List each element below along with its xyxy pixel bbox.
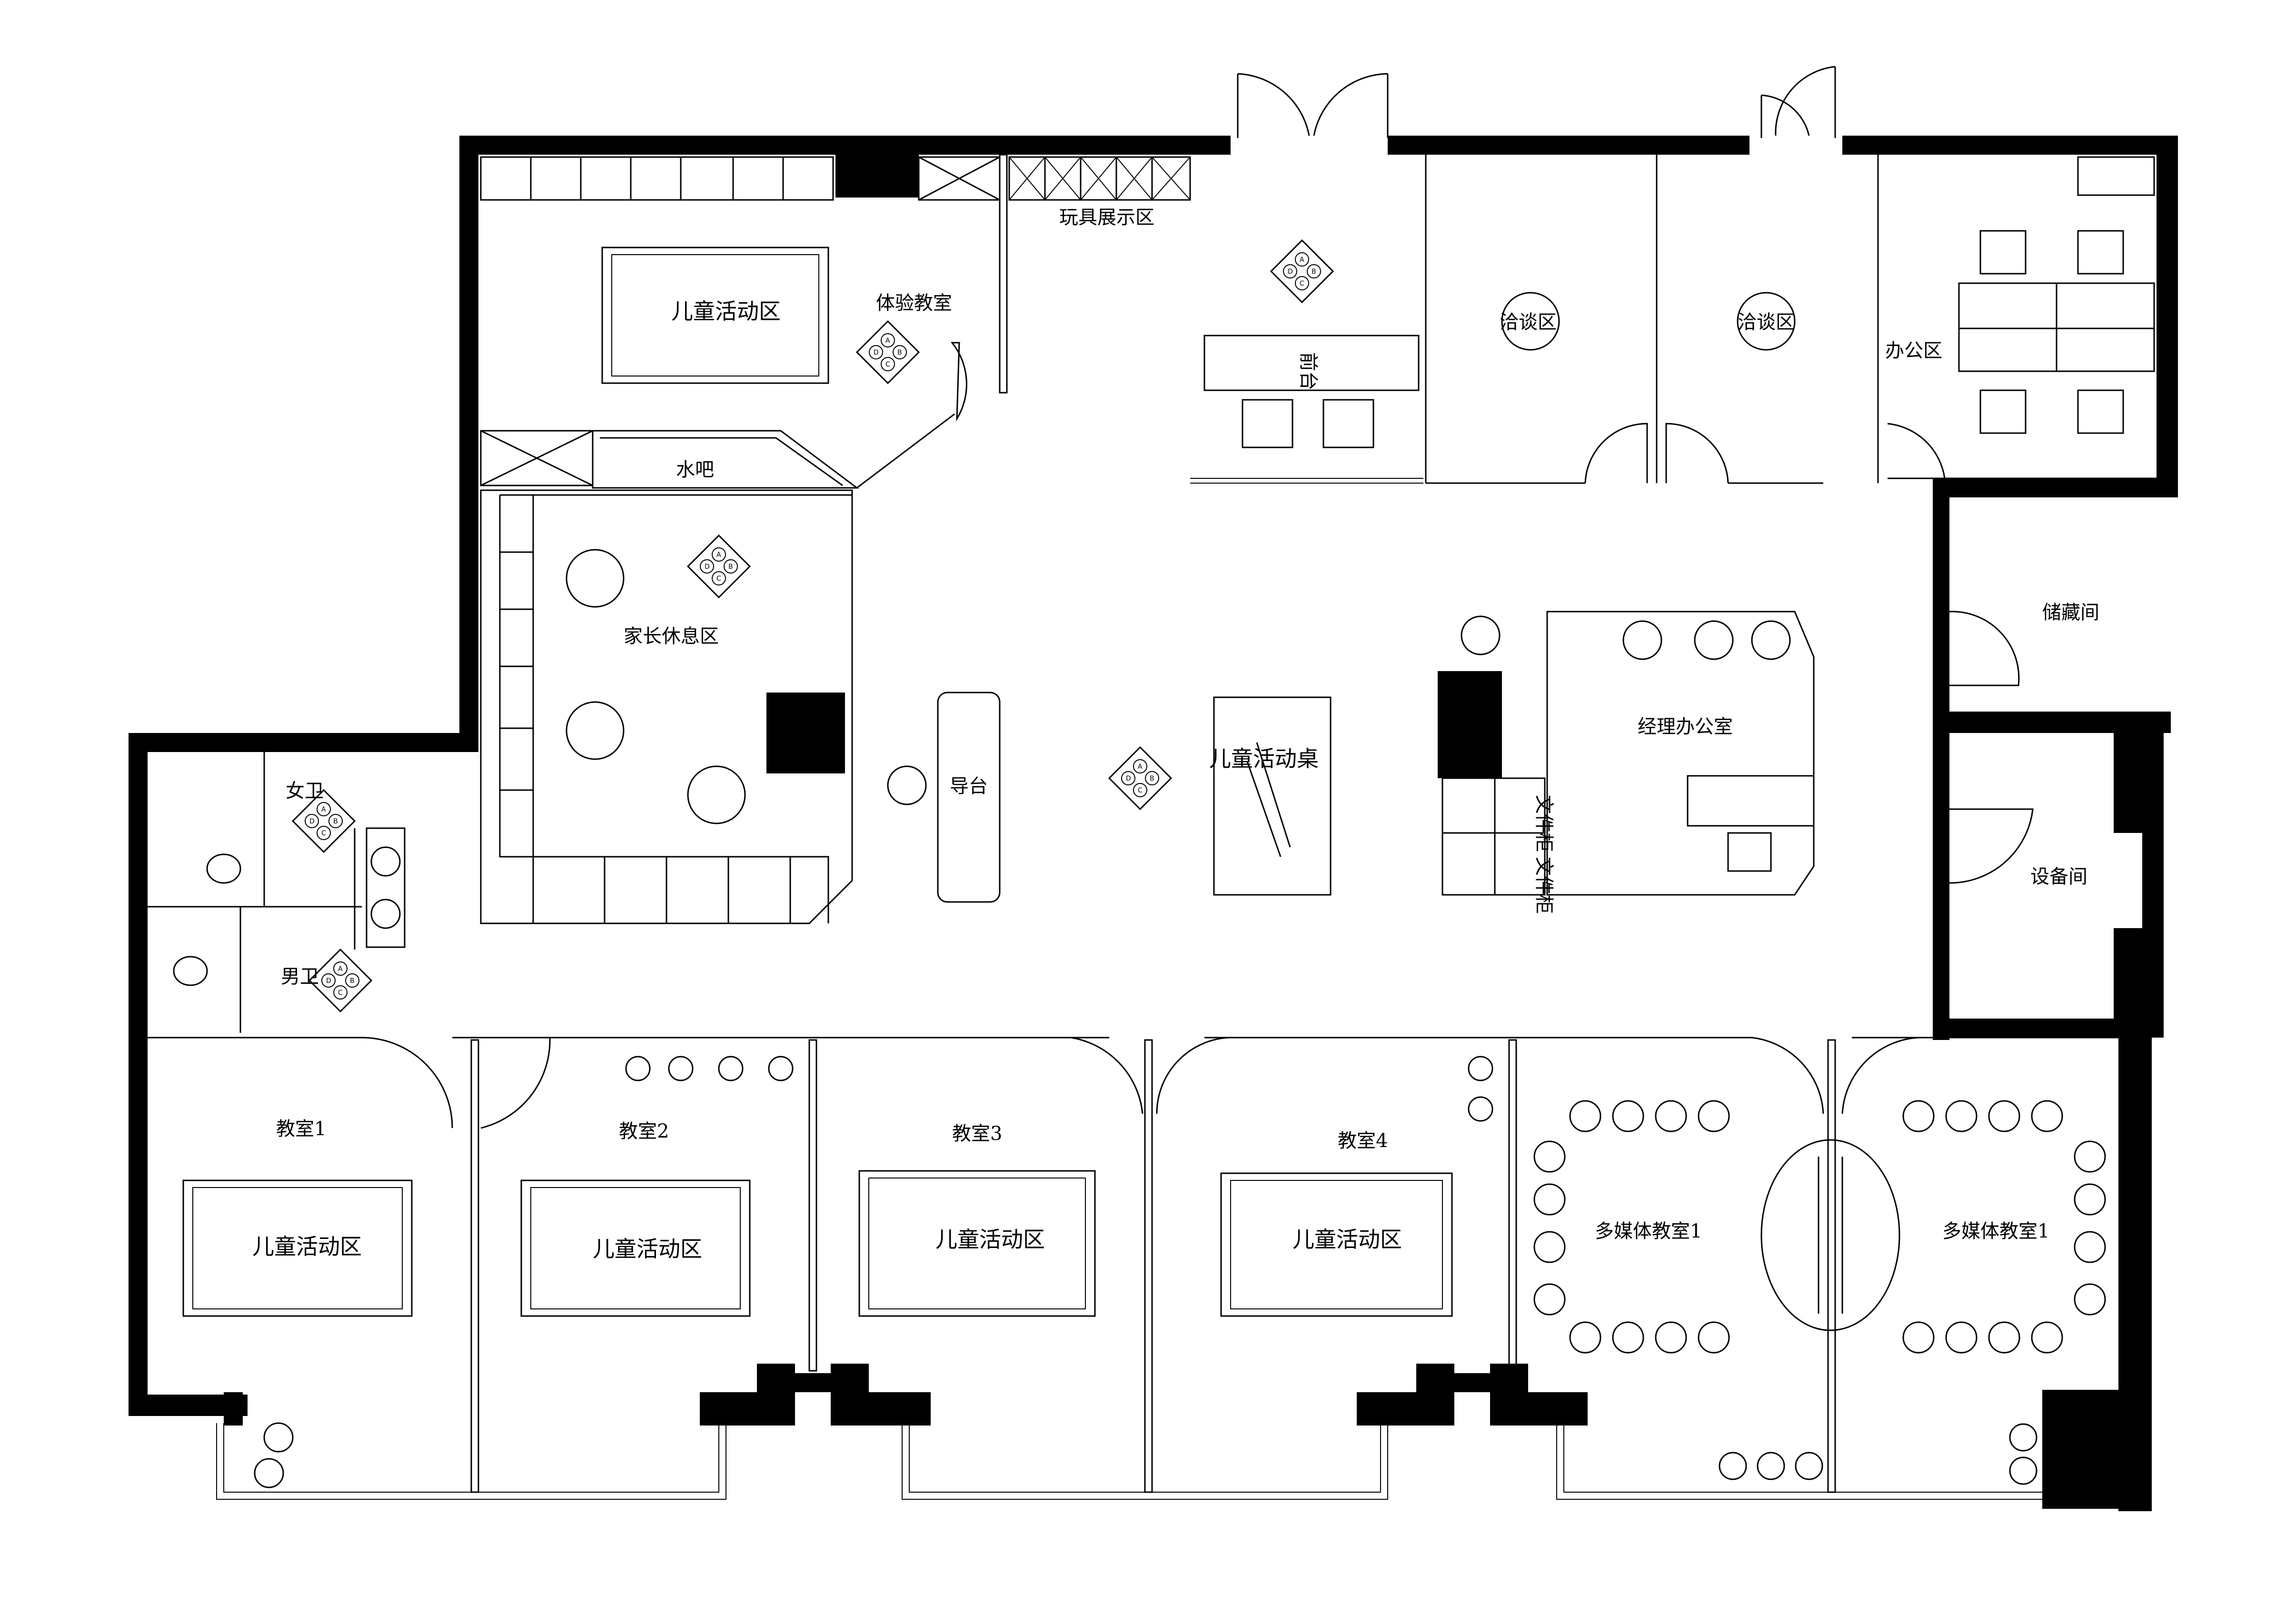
room-labels: 玩具展示区 体验教室 儿童活动区 前台 洽谈区 洽谈区 办公区 水吧 家长休息区… — [252, 207, 2099, 1262]
label-multimedia-1b: 多媒体教室1 — [1942, 1220, 2049, 1242]
direction-marker-experience: A B C D — [855, 320, 920, 385]
svg-text:A: A — [885, 337, 890, 345]
svg-text:C: C — [338, 989, 343, 997]
water-bar-counter — [480, 413, 955, 489]
svg-text:A: A — [1300, 256, 1304, 264]
label-toy-display: 玩具展示区 — [1059, 207, 1154, 228]
svg-text:C: C — [1300, 280, 1304, 287]
svg-text:B: B — [333, 818, 338, 825]
svg-text:D: D — [309, 818, 315, 825]
label-front-desk: 前台 — [1297, 352, 1319, 390]
label-kids-activity-4: 儿童活动区 — [1292, 1227, 1402, 1252]
label-negotiation-a: 洽谈区 — [1500, 311, 1557, 333]
label-kids-activity-3: 儿童活动区 — [935, 1227, 1045, 1252]
label-guide-desk: 导台 — [950, 775, 988, 797]
svg-text:D: D — [326, 977, 331, 985]
label-water-bar: 水吧 — [676, 459, 714, 481]
kids-table — [1213, 696, 1332, 896]
svg-text:C: C — [321, 830, 326, 837]
label-negotiation-b: 洽谈区 — [1738, 311, 1795, 333]
label-kids-activity-top: 儿童活动区 — [671, 298, 781, 324]
label-parent-lounge: 家长休息区 — [624, 625, 719, 647]
svg-text:D: D — [1126, 775, 1131, 782]
parent-lounge-sofa — [480, 489, 853, 924]
label-experience-class: 体验教室 — [876, 292, 952, 314]
outer-walls — [129, 136, 2178, 1511]
interior-walls — [148, 66, 2157, 1493]
label-classroom-1: 教室1 — [276, 1118, 326, 1140]
label-kids-table: 儿童活动桌 — [1209, 746, 1319, 772]
direction-marker-top: A B C D — [1270, 239, 1334, 304]
svg-text:A: A — [321, 806, 326, 813]
reception-desk — [1190, 335, 1423, 484]
label-manager-office: 经理办公室 — [1638, 716, 1733, 738]
multimedia-divider — [1760, 1139, 1900, 1331]
toy-cabinets — [480, 156, 1191, 201]
svg-text:B: B — [1150, 775, 1154, 782]
svg-text:B: B — [728, 563, 733, 571]
label-kids-activity-2: 儿童活动区 — [593, 1236, 702, 1262]
svg-text:D: D — [705, 563, 710, 571]
svg-text:B: B — [350, 977, 355, 985]
svg-text:C: C — [885, 361, 890, 368]
label-storage: 储藏间 — [2042, 602, 2099, 624]
svg-text:A: A — [1138, 763, 1143, 771]
svg-text:B: B — [897, 349, 902, 356]
svg-text:C: C — [716, 575, 721, 583]
direction-marker-womens: A B C D — [291, 789, 356, 853]
svg-text:D: D — [874, 349, 879, 356]
direction-marker-lounge: A B C D — [686, 534, 751, 599]
label-womens-wc: 女卫 — [286, 780, 324, 802]
activity-rugs — [182, 247, 1453, 1317]
label-mens-wc: 男卫 — [281, 966, 319, 988]
multimedia-chairs — [1533, 1100, 2106, 1354]
guide-desk — [937, 692, 1001, 903]
direction-markers: A B C D A B C D A B C D A B — [291, 239, 1334, 1013]
decor-circles — [254, 615, 2038, 1488]
label-file-cabinet-a: 文件柜 — [1533, 795, 1555, 852]
svg-text:D: D — [1288, 268, 1293, 276]
direction-marker-mens: A B C D — [308, 948, 373, 1013]
label-classroom-2: 教室2 — [619, 1120, 669, 1142]
label-classroom-4: 教室4 — [1338, 1130, 1388, 1152]
label-file-cabinet-b: 文件柜 — [1533, 857, 1555, 914]
office-desks — [1958, 156, 2155, 434]
svg-text:B: B — [1312, 268, 1316, 276]
manager-office-walls — [1441, 611, 1815, 896]
label-multimedia-1a: 多媒体教室1 — [1595, 1220, 1702, 1242]
label-classroom-3: 教室3 — [952, 1123, 1002, 1145]
direction-marker-hall: A B C D — [1108, 746, 1173, 811]
svg-text:A: A — [716, 551, 721, 559]
label-equipment: 设备间 — [2030, 866, 2087, 888]
toilet-partitions — [148, 752, 406, 1033]
label-kids-activity-1: 儿童活动区 — [252, 1234, 362, 1259]
label-office-area: 办公区 — [1885, 340, 1942, 362]
svg-text:C: C — [1138, 787, 1143, 794]
svg-text:A: A — [338, 965, 343, 973]
